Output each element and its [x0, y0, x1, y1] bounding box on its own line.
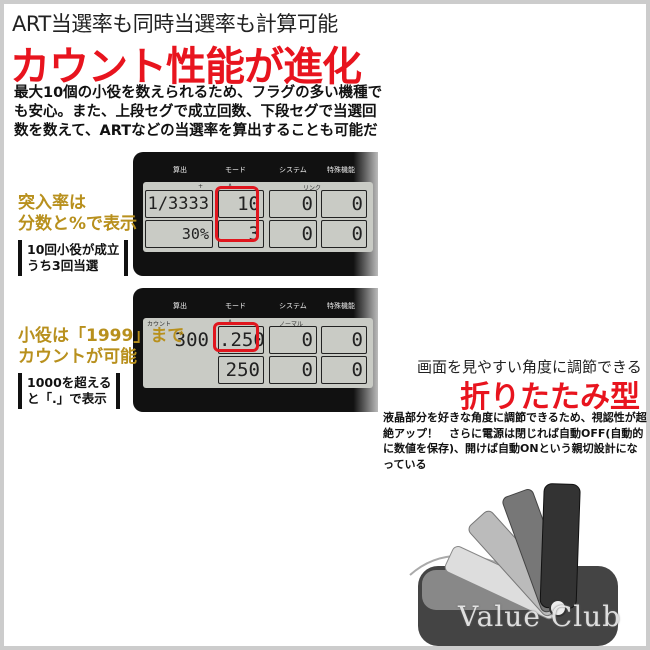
- lid-open-4: [539, 483, 581, 609]
- segment: 0: [269, 190, 317, 218]
- sublabel: +: [198, 183, 204, 190]
- segment: 0: [321, 326, 367, 354]
- label: システム: [279, 166, 307, 174]
- label: システム: [279, 302, 307, 310]
- segment: 250: [218, 356, 264, 384]
- fold-subtitle: 画面を見やすい角度に調節できる: [417, 358, 642, 376]
- segment: 10: [218, 190, 264, 218]
- highlight-box: [213, 322, 259, 352]
- watermark: Value Club: [458, 600, 622, 633]
- segment: 0: [269, 356, 317, 384]
- note-2: 1000を超える と「.」で表示: [18, 373, 121, 409]
- label: 特殊機能: [327, 302, 355, 310]
- fold-description: 液晶部分を好きな角度に調節できるため、視認性が超絶アップ！ さらに電源は閉じれば…: [383, 411, 647, 471]
- segment: 3: [218, 220, 264, 248]
- caption-2: 小役は「1999」まで カウントが可能: [18, 326, 185, 367]
- subtitle: ART当選率も同時当選率も計算可能: [12, 12, 338, 36]
- segment: 1/3333: [145, 190, 213, 218]
- segment: 0: [321, 220, 367, 248]
- label: 算出: [173, 302, 187, 310]
- counter-display-1: 算出 モード システム 特殊機能 + A リンク 1/3333 10 0 0 3…: [133, 152, 378, 276]
- segment: 30%: [145, 220, 213, 248]
- label: モード: [225, 166, 246, 174]
- label: 特殊機能: [327, 166, 355, 174]
- description: 最大10個の小役を数えられるため、フラグの多い機種でも安心。また、上段セグで成立…: [14, 85, 383, 139]
- page-title: カウント性能が進化: [10, 44, 362, 90]
- sublabel: ノーマル: [279, 321, 304, 328]
- label: モード: [225, 302, 246, 310]
- segment: 0: [321, 356, 367, 384]
- note-1: 10回小役が成立 うち3回当選: [18, 240, 129, 276]
- lcd-screen: カウント A ノーマル 300 .250 0 0 250 0 0: [143, 318, 373, 388]
- segment: 0: [321, 190, 367, 218]
- segment: .250: [218, 326, 265, 354]
- fold-title: 折りたたみ型: [460, 380, 640, 415]
- folding-illustration: [409, 483, 618, 646]
- sublabel: リンク: [303, 185, 322, 192]
- sublabel: カウント: [147, 321, 172, 328]
- segment: 0: [269, 220, 317, 248]
- label: 算出: [173, 166, 187, 174]
- hinge: [549, 599, 567, 617]
- highlight-box: [215, 186, 259, 242]
- segment: 0: [269, 326, 317, 354]
- segment: 300: [174, 329, 209, 351]
- caption-1: 突入率は 分数と%で表示: [18, 193, 138, 234]
- counter-display-2: 算出 モード システム 特殊機能 カウント A ノーマル 300 .250 0 …: [133, 288, 378, 412]
